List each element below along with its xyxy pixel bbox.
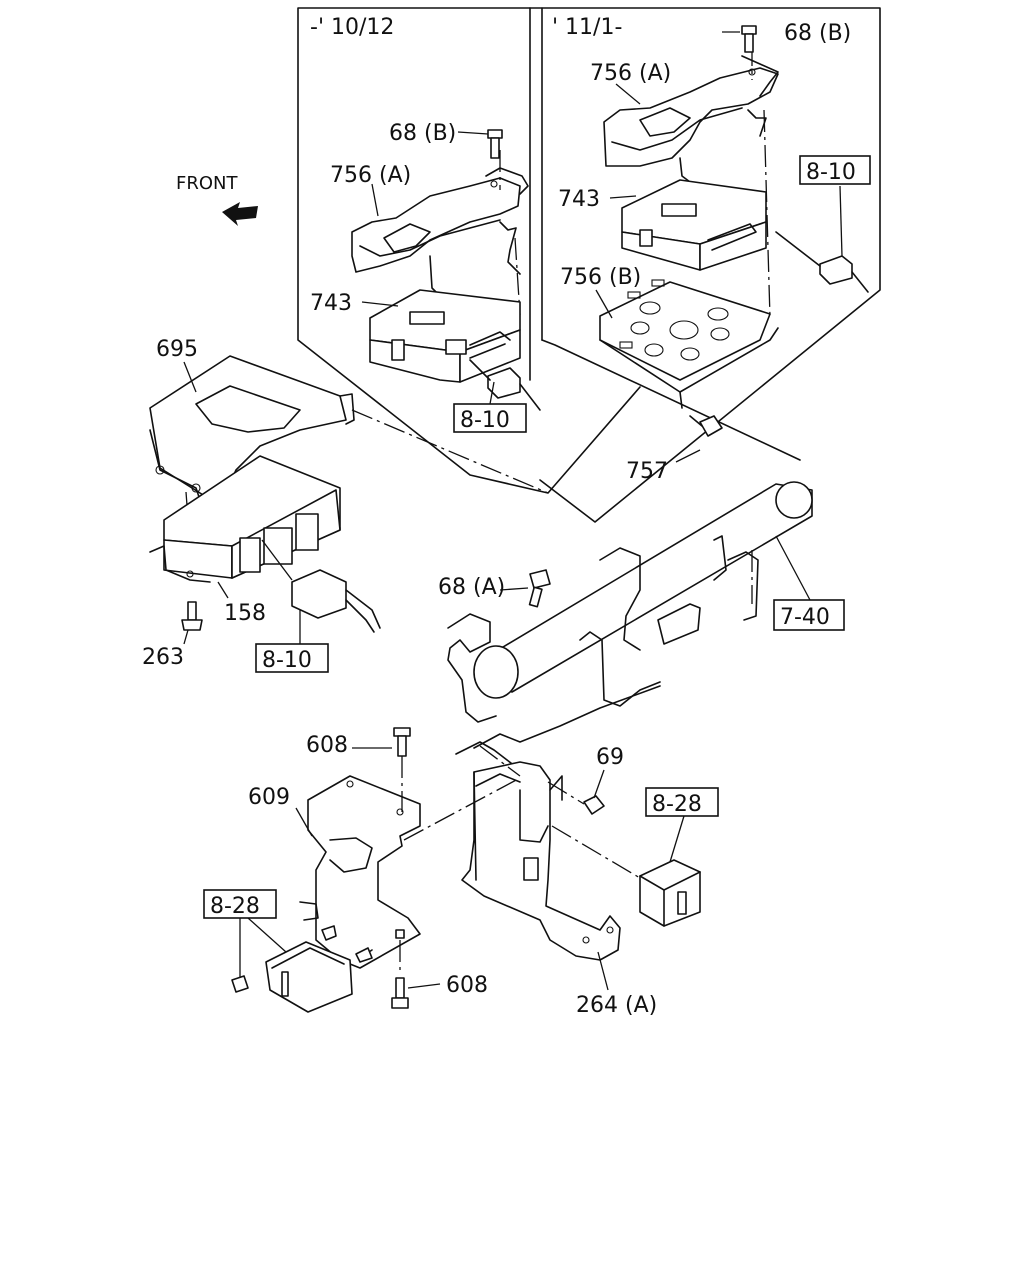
callout-68b-right: 68 (B) [784, 21, 851, 46]
reference-828-right: 8-28 [652, 792, 702, 817]
callout-263: 263 [142, 645, 184, 670]
control-unit-743-left [369, 289, 521, 383]
relay-828-right [639, 859, 701, 927]
connector-810-right [775, 231, 869, 293]
reference-box-828-left: 8-28 [203, 889, 277, 919]
leader-lines [183, 31, 843, 991]
bolt-68a [528, 569, 551, 608]
relay-828-left [265, 925, 373, 1013]
reference-box-810-left: 8-10 [453, 403, 527, 433]
reference-box-810-right: 8-10 [799, 155, 871, 185]
reference-810-right: 8-10 [806, 160, 856, 185]
front-arrow-icon [222, 202, 258, 226]
connector-810-left [469, 359, 541, 411]
reference-810-bottom: 8-10 [262, 648, 312, 673]
control-unit-158 [149, 455, 341, 583]
reference-box-740: 7-40 [773, 599, 845, 631]
callout-743-right: 743 [558, 187, 600, 212]
variant-frame-early [297, 7, 641, 494]
control-unit-743-right [621, 179, 767, 271]
callout-608-bottom: 608 [446, 973, 488, 998]
callout-743-left: 743 [310, 291, 352, 316]
nut-relay-left [231, 975, 249, 993]
bracket-695 [149, 355, 355, 501]
callout-756b: 756 (B) [560, 265, 641, 290]
bolt-263 [181, 601, 203, 631]
callout-264a: 264 (A) [576, 993, 657, 1018]
bracket-756a-right [603, 55, 779, 191]
callout-609: 609 [248, 785, 290, 810]
reference-740: 7-40 [780, 605, 830, 630]
variant-period-late: ' 11/1- [552, 15, 622, 40]
callout-695: 695 [156, 337, 198, 362]
bolt-68b-left [487, 129, 503, 159]
reference-box-810-bottom: 8-10 [255, 643, 329, 673]
reference-828-left: 8-28 [210, 894, 260, 919]
front-label: FRONT [176, 173, 238, 194]
callout-608-top: 608 [306, 733, 348, 758]
variant-period-early: -' 10/12 [310, 15, 394, 40]
connector-810-bottom [261, 539, 381, 633]
callout-68b-left: 68 (B) [389, 121, 456, 146]
reference-box-828-right: 8-28 [645, 787, 719, 817]
bracket-756a-left [351, 167, 529, 305]
tray-756b [599, 279, 779, 409]
callout-757: 757 [626, 459, 668, 484]
callout-68a: 68 (A) [438, 575, 505, 600]
bolt-608-bottom [391, 977, 409, 1009]
bolt-68b-right [741, 25, 757, 53]
bracket-609 [299, 775, 421, 969]
cross-car-beam [447, 481, 813, 771]
bolt-608-top [393, 727, 411, 757]
reference-810-left: 8-10 [460, 408, 510, 433]
callout-158: 158 [224, 601, 266, 626]
callout-756a-left: 756 (A) [330, 163, 411, 188]
bolt-757 [689, 415, 723, 437]
nut-69 [583, 795, 605, 815]
callout-69: 69 [596, 745, 624, 770]
callout-756a-right: 756 (A) [590, 61, 671, 86]
